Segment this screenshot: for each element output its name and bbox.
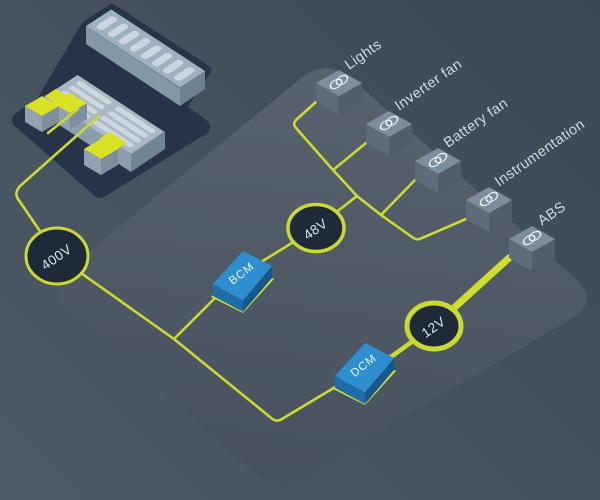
wire-battery-to-400v — [15, 114, 101, 258]
label-lights: Lights — [342, 37, 385, 74]
label-battery-fan: Battery fan — [441, 95, 511, 151]
wire-branch-inverter-fan — [331, 141, 368, 172]
bcm-box: BCM — [211, 251, 274, 313]
battery-connector-wedge — [99, 131, 127, 151]
battery-pack-illustration — [12, 4, 211, 198]
label-inverter-fan: Inverter fan — [392, 56, 465, 114]
battery-junction-box — [25, 96, 59, 132]
battery-junction-box — [84, 139, 118, 175]
node-48v: 48V — [286, 202, 346, 254]
node-12v: 12V — [404, 300, 464, 352]
wire-48v-distribution-bus — [292, 100, 468, 241]
wire-branch-battery-fan — [379, 178, 417, 217]
battery-cell-tier-upper — [86, 9, 206, 88]
node-400v: 400V — [24, 226, 90, 286]
label-instrumentation: Instrumentation — [492, 116, 588, 190]
dcm-box: DCM — [333, 343, 396, 405]
wire-junction-to-dcm — [172, 337, 339, 422]
label-abs: ABS — [535, 199, 569, 229]
battery-internal-wire — [46, 107, 80, 135]
wire-junction-to-bcm — [172, 296, 217, 341]
battery-cell-tier-lower — [44, 74, 165, 155]
